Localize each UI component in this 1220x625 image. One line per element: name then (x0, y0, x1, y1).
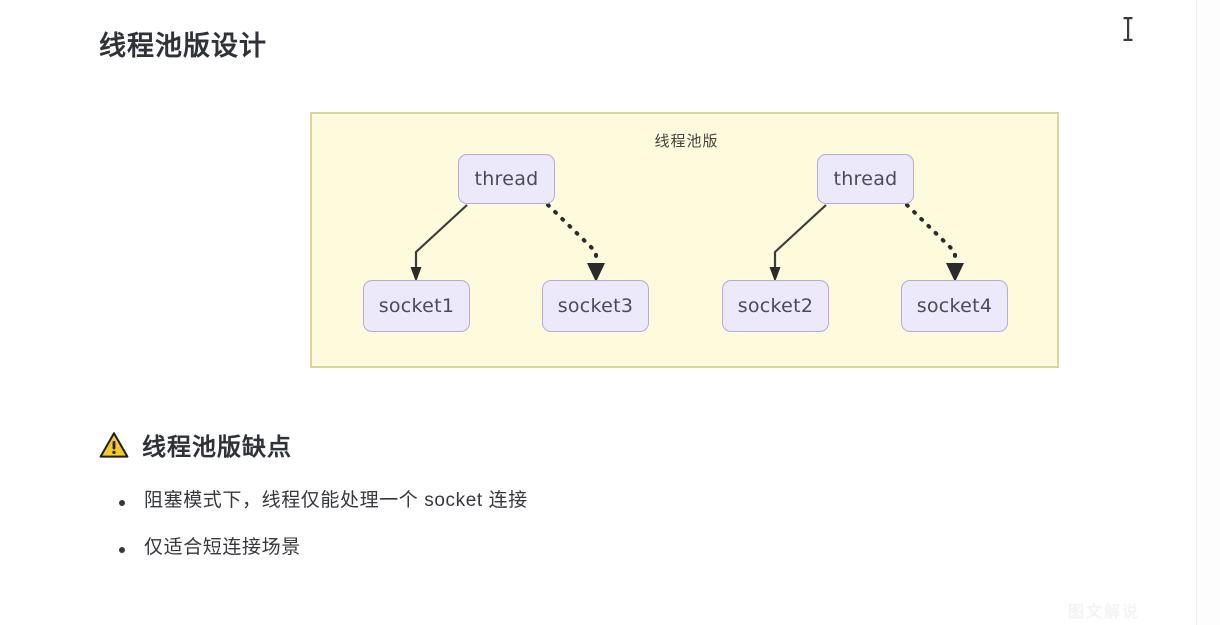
node-socket1[interactable]: socket1 (363, 280, 470, 332)
warning-heading: 线程池版缺点 (99, 427, 292, 462)
edge-thread-right-to-socket4 (905, 203, 964, 282)
text-ibeam-cursor (1123, 17, 1133, 41)
node-socket4[interactable]: socket4 (901, 280, 1008, 332)
edge-thread-left-to-socket1 (410, 204, 468, 282)
drawback-list: 阻塞模式下，线程仅能处理一个 socket 连接 仅适合短连接场景 (99, 489, 999, 582)
node-socket3[interactable]: socket3 (542, 280, 649, 332)
node-thread-right[interactable]: thread (817, 154, 914, 204)
warning-heading-text: 线程池版缺点 (142, 434, 292, 461)
thread-pool-diagram: 线程池版 thread thread (310, 112, 1059, 368)
node-thread-left[interactable]: thread (458, 154, 555, 204)
edge-thread-right-to-socket2 (769, 204, 827, 282)
edge-thread-left-to-socket3 (546, 203, 605, 282)
page-title: 线程池版设计 (99, 31, 267, 61)
list-item: 阻塞模式下，线程仅能处理一个 socket 连接 (99, 489, 999, 514)
watermark: 图文解说 (1068, 604, 1141, 621)
page-right-edge (1196, 0, 1197, 625)
node-socket2[interactable]: socket2 (722, 280, 829, 332)
list-item: 仅适合短连接场景 (99, 536, 999, 561)
diagram-title: 线程池版 (654, 133, 719, 150)
warning-triangle-icon (99, 431, 129, 458)
page-right-gutter (1197, 0, 1220, 625)
